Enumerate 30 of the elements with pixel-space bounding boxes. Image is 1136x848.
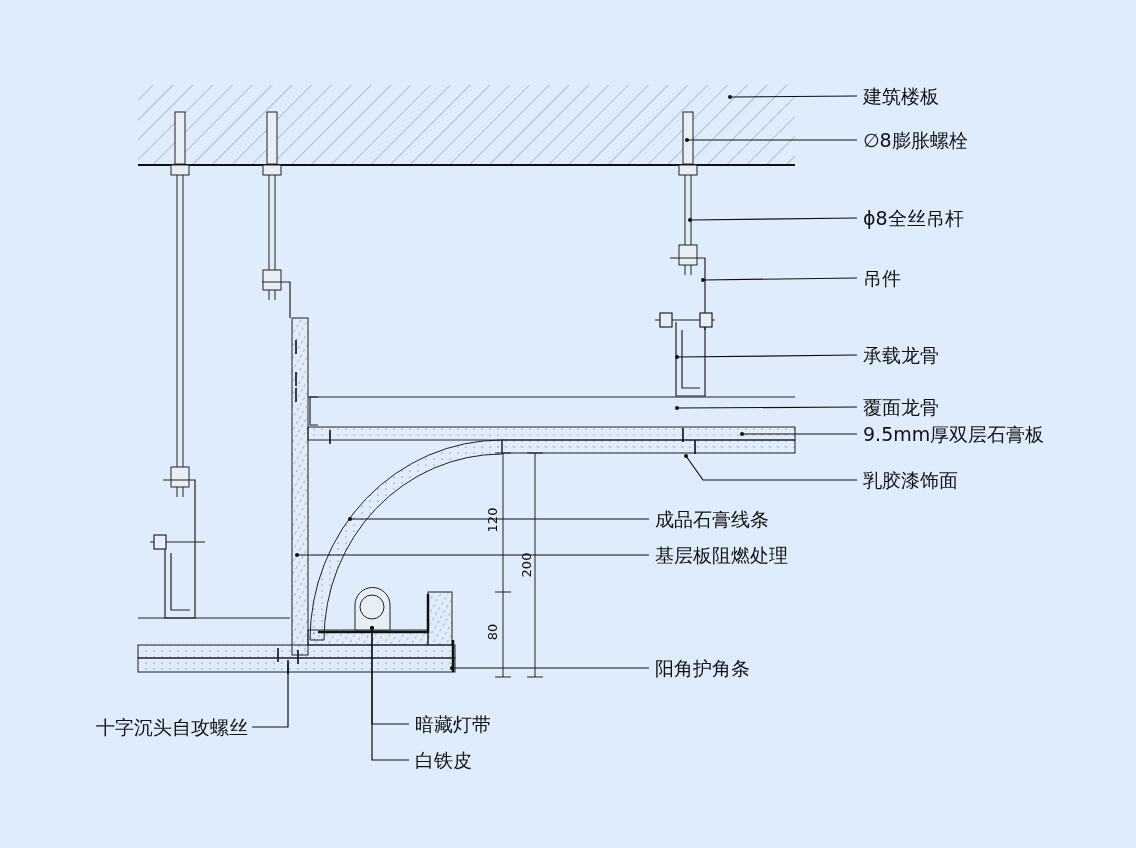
callout-label: 9.5mm厚双层石膏板 — [863, 422, 1045, 446]
leader-line — [740, 432, 858, 436]
callout-label: 阳角护角条 — [655, 656, 750, 680]
leader-line — [295, 553, 650, 557]
callout-label: 成品石膏线条 — [655, 507, 769, 531]
callout-label: 吊件 — [863, 266, 901, 290]
leader-line — [685, 138, 858, 142]
callout-label: 十字沉头自攻螺丝 — [96, 715, 248, 739]
callout-label: 建筑楼板 — [863, 84, 939, 108]
callout-label: 乳胶漆饰面 — [863, 468, 958, 492]
callout-label: 覆面龙骨 — [863, 395, 939, 419]
dimension-label: 80 — [486, 623, 500, 641]
leader-line — [688, 217, 858, 222]
callout-label: 暗藏灯带 — [415, 712, 491, 736]
leader-line — [701, 277, 858, 282]
dimension-label: 120 — [486, 507, 500, 533]
leader-line — [348, 517, 650, 521]
callout-label: 基层板阻燃处理 — [655, 543, 788, 567]
callout-label: ∅8膨胀螺栓 — [863, 128, 968, 152]
callout-label: 白铁皮 — [415, 748, 472, 772]
leader-line — [370, 626, 410, 761]
leader-line — [450, 666, 650, 670]
leader-line — [684, 454, 858, 481]
leader-line — [675, 406, 858, 410]
dimension-label: 200 — [520, 552, 534, 578]
leader-line — [251, 663, 289, 728]
callout-label: ϕ8全丝吊杆 — [863, 206, 964, 230]
leader-line — [728, 95, 858, 99]
callout-label: 承载龙骨 — [863, 343, 939, 367]
leader-line — [675, 354, 858, 359]
